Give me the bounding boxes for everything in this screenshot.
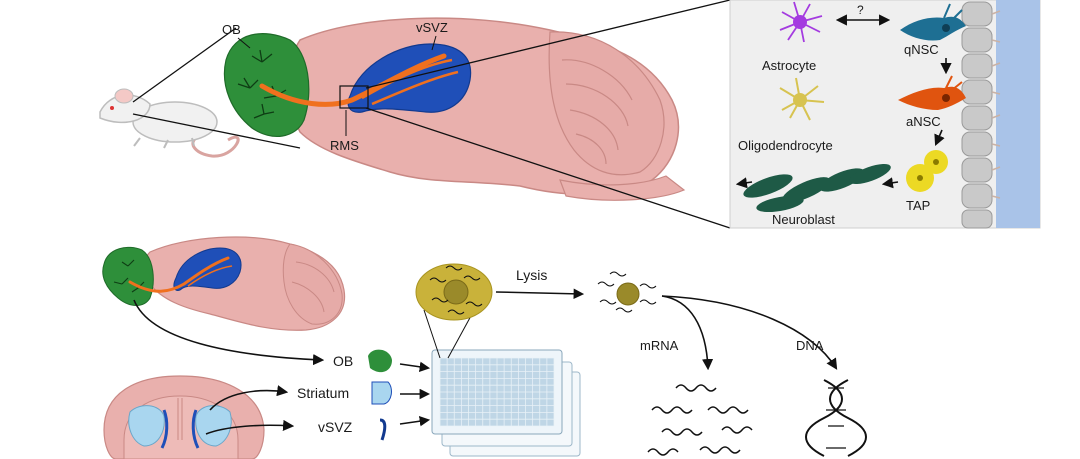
zoom-line-panel-lower [365,107,731,229]
tap-icon [906,150,948,192]
vsvz-region-icon [379,418,387,441]
mouse-illustration [99,88,240,158]
astrocyte-icon [779,1,823,43]
dna-helix-icon [805,379,867,457]
ansc-label: aNSC [906,114,941,129]
striatum-label: Striatum [297,385,349,401]
lysis-label: Lysis [516,267,547,283]
niche-panel [729,0,1041,229]
zoom-line-panel-upper [365,0,731,89]
astrocyte-label: Astrocyte [762,58,816,73]
neuroblast-label: Neuroblast [772,212,835,227]
well-plates [431,349,581,457]
small-sagittal-brain [102,236,346,331]
tap-label: TAP [906,198,930,213]
lysed-cell [597,271,657,313]
lysis-arrow [495,288,585,300]
ansc-icon [898,75,966,110]
mrna-label: mRNA [640,338,679,353]
coronal-section [103,375,265,459]
neuroblast-icon [743,164,891,213]
striatum-region-icon [371,381,392,405]
ob-region-label: OB [333,353,353,369]
mrna-molecules [647,384,753,456]
striatum-arrow [209,385,289,411]
mrna-arrow [661,295,714,371]
sagittal-brain [223,17,686,201]
ob-region-icon [368,349,392,373]
single-cell [415,263,493,321]
ob-top-label: OB [222,22,241,37]
vsvz-arrow [205,419,295,435]
ob-dissection-arrow [133,299,325,366]
dna-arrow [661,295,838,370]
question-label: ? [857,3,864,17]
zoom-line-lower [132,113,301,149]
oligodendrocyte-label: Oligodendrocyte [738,138,833,153]
rms-label: RMS [330,138,359,153]
dna-label: DNA [796,338,824,353]
zoom-line-upper [132,27,237,103]
qnsc-label: qNSC [904,42,939,57]
vsvz-top-label: vSVZ [416,20,448,35]
oligodendrocyte-icon [779,77,825,121]
qnsc-icon [900,3,966,41]
vsvz-region-label: vSVZ [318,419,353,435]
